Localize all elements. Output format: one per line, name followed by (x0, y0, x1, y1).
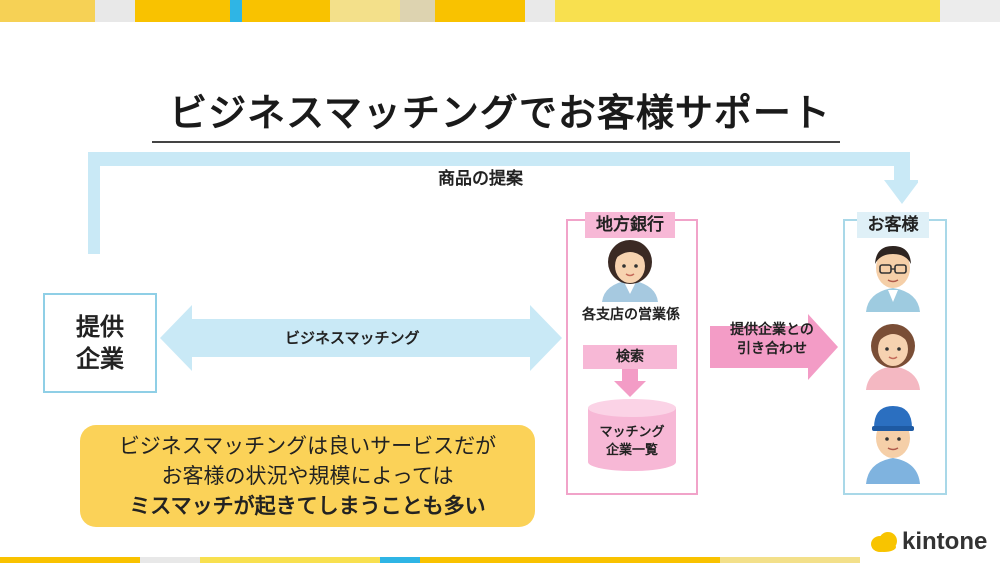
database-line1: マッチング (599, 425, 665, 440)
database-label: マッチング 企業一覧 (586, 424, 678, 460)
introduction-label: 提供企業との 引き合わせ (726, 321, 818, 359)
note-line2: お客様の状況や規模によっては (161, 464, 454, 488)
bank-staff-label: 各支店の営業係 (582, 307, 680, 323)
kintone-logo-text: kintone (902, 528, 988, 555)
proposal-label: 商品の提案 (438, 169, 523, 189)
matching-double-arrow (160, 305, 562, 371)
matching-label: ビジネスマッチング (285, 329, 420, 347)
customer-man-glasses-icon (866, 246, 920, 312)
note-line1: ビジネスマッチングは良いサービスだが (118, 434, 497, 458)
bank-staff-icon (602, 240, 658, 302)
introduction-line2: 引き合わせ (737, 341, 807, 357)
mismatch-note: ビジネスマッチングは良いサービスだが お客様の状況や規模によっては ミスマッチが… (80, 425, 535, 527)
customer-woman-icon (866, 324, 920, 390)
kintone-cloud-icon (871, 532, 897, 552)
page-title: ビジネスマッチングでお客様サポート (169, 91, 831, 135)
supplier-line2: 企業 (76, 345, 124, 373)
matching-database-icon (588, 399, 676, 471)
customer-worker-icon (866, 406, 920, 484)
search-down-arrow (614, 369, 646, 397)
search-tag: 検索 (583, 345, 677, 369)
note-line3: ミスマッチが起きてしまうことも多い (129, 494, 486, 518)
introduction-arrow (710, 314, 838, 380)
database-line2: 企業一覧 (605, 443, 658, 458)
supplier-line1: 提供 (76, 313, 124, 341)
customer-header: お客様 (857, 212, 929, 238)
proposal-flow-arrow (88, 152, 918, 254)
kintone-logo: kintone (870, 528, 987, 556)
title-underline (152, 141, 840, 143)
introduction-line1: 提供企業との (730, 322, 814, 338)
bank-header: 地方銀行 (585, 212, 675, 238)
supplier-box: 提供 企業 (43, 293, 157, 393)
